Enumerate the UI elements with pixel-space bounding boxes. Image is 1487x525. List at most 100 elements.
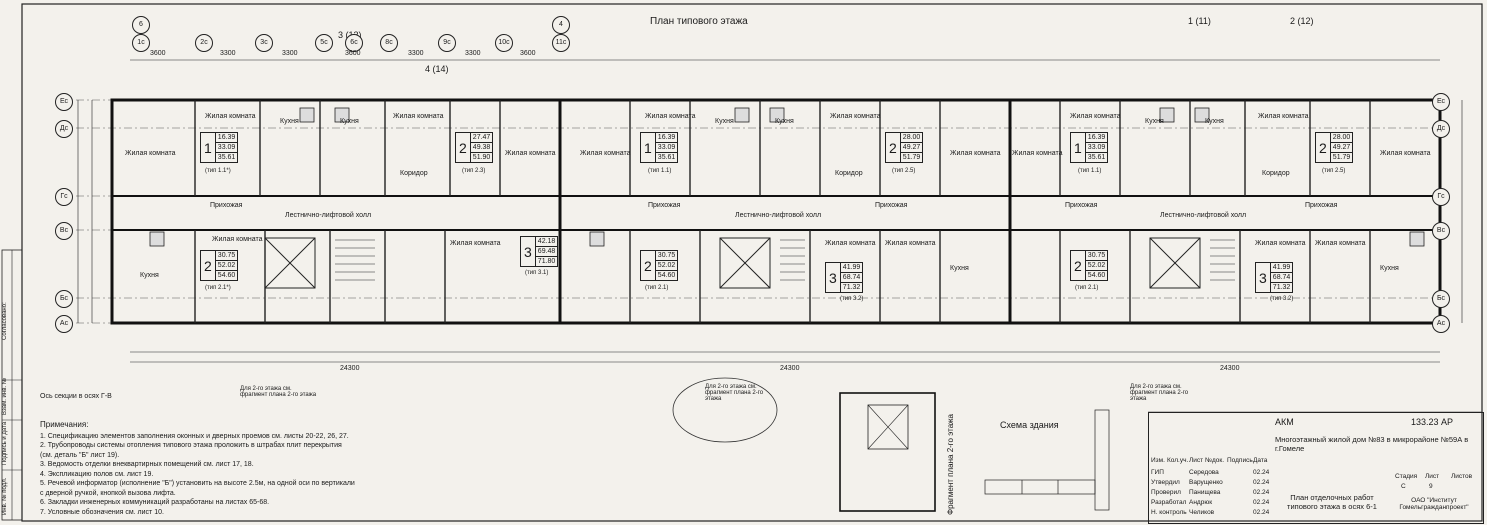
axis-row-G-right: Гс [1432, 188, 1450, 206]
room-label: Кухня [775, 118, 794, 125]
role: Разработал [1151, 499, 1187, 506]
fragment-title: Фрагмент плана 2-го этажа [946, 414, 955, 515]
general-notes: Примечания: 1. Спецификацию элементов за… [40, 420, 400, 517]
area-gross: 54.60 [1087, 272, 1106, 279]
dim-top-3: 3300 [282, 50, 298, 57]
room-label: Прихожая [1065, 202, 1098, 209]
room-label: Лестнично-лифтовой холл [735, 212, 822, 219]
room-label: Кухня [950, 265, 969, 272]
fragment-note: Для 2-го этажа см. фрагмент плана 2-го э… [705, 384, 764, 402]
area-living: 16.39 [215, 134, 238, 143]
side-label: Инв. № подл. [2, 477, 8, 515]
area-total: 68.74 [840, 274, 863, 283]
sheet-value: 9 [1429, 483, 1433, 490]
room-label: Жилая комната [830, 113, 881, 120]
rev-hdr: Кол.уч. [1167, 457, 1189, 464]
area-living: 16.39 [655, 134, 678, 143]
section-ref-1: 1 (11) [1188, 16, 1211, 26]
rev-hdr: Изм. [1151, 457, 1165, 464]
apartment-type: (тип 1.1) [648, 168, 672, 174]
sheet-title: План отделочных работ типового этажа в о… [1287, 493, 1377, 511]
rev-hdr: Лист [1189, 457, 1204, 464]
fragment-note: Для 2-го этажа см. фрагмент плана 2-го э… [1130, 384, 1189, 402]
room-label: Жилая комната [212, 236, 263, 243]
area-living: 28.00 [1330, 134, 1353, 143]
section-ref-2: 2 (12) [1290, 16, 1314, 26]
area-gross: 35.61 [1087, 154, 1106, 161]
axis-bubble-4: 4 [552, 16, 570, 34]
room-label: Жилая комната [125, 150, 176, 157]
room-label: Жилая комната [393, 113, 444, 120]
apartment-rooms: 2 [459, 139, 467, 156]
axis-row-B-right: Бс [1432, 290, 1450, 308]
room-label: Жилая комната [205, 113, 256, 120]
note-item: 5. Речевой информатор (исполнение "Б") у… [40, 480, 355, 487]
drawing-title: План типового этажа [650, 16, 748, 27]
apartment-rooms: 2 [1074, 257, 1082, 274]
area-gross: 51.79 [1332, 154, 1351, 161]
person: Андрюк [1189, 499, 1213, 506]
room-label: Жилая комната [580, 150, 631, 157]
org-name: ОАО "Институт Гомельгражданпроект" [1399, 497, 1469, 511]
schema-title: Схема здания [1000, 420, 1059, 430]
room-label: Жилая комната [950, 150, 1001, 157]
apartment-type: (тип 2.1*) [205, 285, 231, 291]
apartment-rooms: 2 [889, 139, 897, 156]
apartment-rooms: 2 [644, 257, 652, 274]
stage-code: АКМ [1275, 417, 1294, 427]
role: ГИП [1151, 469, 1164, 476]
room-label: Прихожая [210, 202, 243, 209]
room-label: Жилая комната [1380, 150, 1431, 157]
area-total: 33.09 [655, 144, 678, 153]
room-label: Прихожая [1305, 202, 1338, 209]
room-label: Жилая комната [1315, 240, 1366, 247]
area-total: 49.27 [1330, 144, 1353, 153]
area-living: 27.47 [470, 134, 493, 143]
area-total: 33.09 [215, 144, 238, 153]
section-ref-4: 4 (14) [425, 64, 449, 74]
room-label: Жилая комната [885, 240, 936, 247]
dim-top-2: 3300 [220, 50, 236, 57]
area-total: 69.48 [535, 248, 558, 257]
person: Варущенко [1189, 479, 1223, 486]
apartment-type: (тип 3.2) [1270, 296, 1294, 302]
axis-bubble-5c: 5c [315, 34, 333, 52]
sheet-hdr: Лист [1425, 473, 1440, 480]
apartment-rooms: 1 [1074, 139, 1082, 156]
axis-row-D: Дс [55, 120, 73, 138]
room-label: Прихожая [648, 202, 681, 209]
area-living: 30.75 [1085, 252, 1108, 261]
apartment-type: (тип 2.5) [1322, 168, 1346, 174]
room-label: Кухня [1145, 118, 1164, 125]
axis-row-V: Вс [55, 222, 73, 240]
room-label: Коридор [400, 170, 428, 177]
section-axis-note: Ось секции в осях Г-В [40, 393, 112, 400]
room-label: Жилая комната [645, 113, 696, 120]
room-label: Кухня [340, 118, 359, 125]
room-label: Жилая комната [505, 150, 556, 157]
side-label: Взам. инв. № [2, 377, 8, 415]
person: Панищева [1189, 489, 1221, 496]
room-label: Кухня [140, 272, 159, 279]
apartment-rooms: 1 [644, 139, 652, 156]
note-item: 1. Спецификацию элементов заполнения око… [40, 432, 349, 440]
axis-bubble-10c: 10c [495, 34, 513, 52]
fragment-note: Для 2-го этажа см. фрагмент плана 2-го э… [240, 386, 317, 398]
apartment-type: (тип 2.1) [645, 285, 669, 291]
side-label: Подпись и дата [2, 421, 8, 465]
dim-total-2: 24300 [780, 365, 800, 372]
axis-bubble-3c: 3c [255, 34, 273, 52]
area-gross: 54.60 [657, 272, 676, 279]
date: 02.24 [1253, 469, 1270, 476]
area-gross: 71.32 [842, 284, 861, 291]
